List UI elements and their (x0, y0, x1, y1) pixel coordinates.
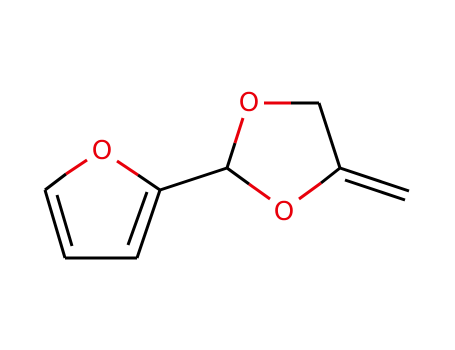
dioxolane-lower-oxygen-label: O (274, 197, 294, 227)
bond-o1-c3-black (137, 173, 161, 192)
bond-c4-o-lower-black (320, 166, 341, 185)
bond-c2-o-upper-black (225, 142, 237, 169)
bond-c5-c6-inner (55, 194, 74, 247)
bond-methylene-inner (344, 178, 406, 202)
bond-o1-c3-red (116, 159, 139, 177)
bond-methylene-outer (339, 166, 410, 193)
bond-c3-c2 (159, 166, 228, 192)
bond-c4-c3 (135, 189, 162, 259)
bond-o-lower-c2-red (248, 182, 271, 201)
bond-c2-o-upper-red (233, 117, 245, 144)
dioxolane-upper-oxygen-label: O (239, 88, 259, 118)
bond-c4-c3-inner (126, 191, 149, 246)
bond-c6-o1-black (44, 172, 67, 192)
bond-c4-o-lower-red (298, 181, 322, 201)
furan-oxygen-label: O (92, 136, 112, 166)
bond-c6-o1-red (65, 158, 88, 176)
bond-ch2-c4 (317, 102, 342, 169)
bond-o-lower-c2-black (226, 166, 250, 186)
bond-c5-c6 (43, 189, 67, 259)
